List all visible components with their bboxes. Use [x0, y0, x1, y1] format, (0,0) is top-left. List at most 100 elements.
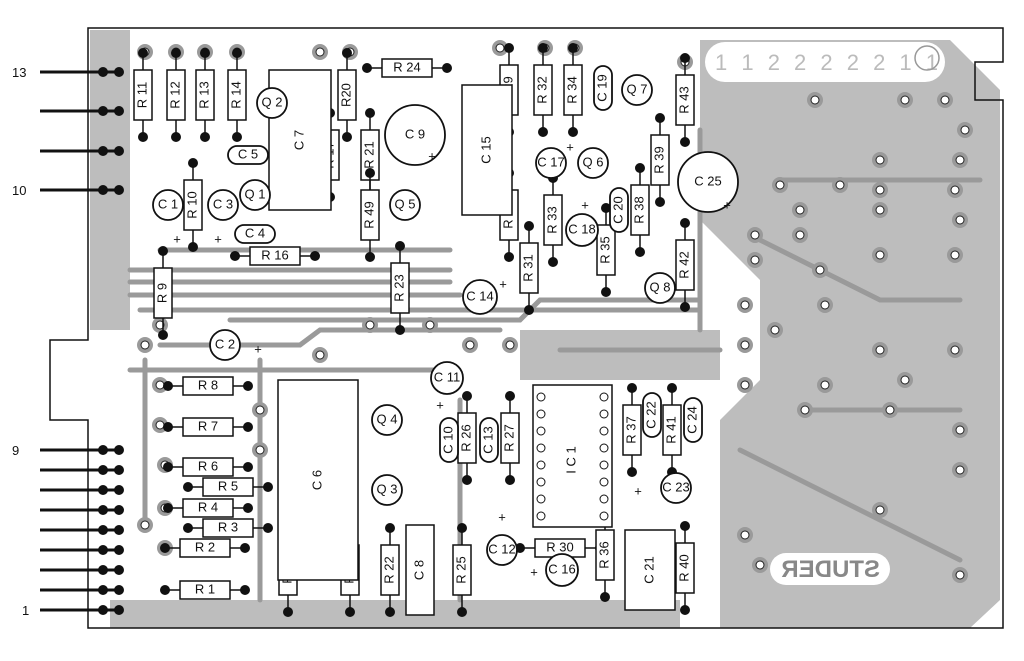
pad-hole [875, 250, 885, 260]
polarity-plus: + [214, 231, 222, 246]
resistor-body [227, 69, 247, 121]
polarity-plus: + [498, 509, 506, 524]
component-label: R 9 [154, 283, 169, 303]
ic-pin [536, 426, 546, 436]
component-label: R 40 [676, 554, 691, 581]
component-label: C 1 [158, 196, 178, 211]
ic-pin [599, 409, 609, 419]
ic-pin [536, 511, 546, 521]
resistor-body [595, 529, 615, 581]
transistor-body [239, 179, 271, 211]
pad [568, 43, 578, 53]
capacitor-body [384, 104, 446, 166]
pin-pad [98, 67, 108, 77]
pad-hole [820, 380, 830, 390]
resistor-body [182, 376, 234, 396]
capacitor-c3: C 3+ [207, 189, 239, 246]
pad [163, 422, 173, 432]
component-label: C 15 [478, 136, 493, 163]
transistor-body [621, 74, 653, 106]
component-label: C 22 [643, 401, 658, 428]
resistor-body [153, 267, 173, 319]
polarity-plus: + [254, 341, 262, 356]
pad-hole [810, 95, 820, 105]
capacitor-body [439, 417, 459, 463]
component-label: R 12 [167, 81, 182, 108]
resistor-r37: R 37 [622, 383, 642, 477]
pad [524, 221, 534, 231]
pad-hole [740, 380, 750, 390]
copper-area [110, 600, 680, 628]
resistor-body [675, 239, 695, 291]
capacitor-c17: C 17+ [535, 139, 574, 179]
resistor-r24: R 24 [362, 58, 452, 78]
resistor-body [543, 194, 563, 246]
resistor-body [563, 64, 583, 116]
pad [183, 523, 193, 533]
resistor-body [337, 69, 357, 121]
pad [442, 63, 452, 73]
transistor-q8: Q 8 [644, 272, 676, 304]
component-label: Q 5 [395, 196, 416, 211]
resistor-r32: R 32 [533, 43, 553, 137]
pad [524, 305, 534, 315]
pad [385, 607, 395, 617]
pad-hole [940, 95, 950, 105]
pad [240, 585, 250, 595]
component-label: R 5 [218, 478, 238, 493]
resistor-r10: R 10 [183, 158, 203, 252]
pad [667, 383, 677, 393]
pin-pad [114, 525, 124, 535]
polarity-plus: + [173, 231, 181, 246]
copper-area [520, 330, 720, 380]
resistor-r5: R 5 [183, 477, 273, 497]
capacitor-c15: C 15 [461, 84, 513, 216]
pad [601, 287, 611, 297]
pad [538, 127, 548, 137]
capacitor-body [462, 279, 498, 315]
pad-hole [875, 505, 885, 515]
capacitor-body [234, 224, 276, 244]
transistor-body [371, 404, 403, 436]
pad-hole [820, 300, 830, 310]
pad [243, 503, 253, 513]
resistor-r42: R 42 [675, 218, 695, 312]
component-label: C 19 [594, 74, 609, 101]
pad-hole [900, 95, 910, 105]
capacitor-c18: C 18+ [565, 197, 599, 247]
polarity-plus: + [436, 397, 444, 412]
component-label: C 11 [434, 369, 461, 384]
component-label: Q 8 [650, 279, 671, 294]
resistor-r21: R 21 [360, 108, 380, 202]
resistor-r40: R 40 [675, 521, 695, 615]
pad-hole [365, 320, 375, 330]
pin-pad [114, 185, 124, 195]
pad [158, 246, 168, 256]
pad-hole [315, 350, 325, 360]
pin-pad [98, 605, 108, 615]
resistor-r2: R 2 [160, 538, 250, 558]
resistor-r34: R 34 [563, 43, 583, 137]
component-label: R 31 [520, 254, 535, 281]
pad [138, 48, 148, 58]
pad-hole [900, 375, 910, 385]
resistor-body [183, 179, 203, 231]
component-label: R 22 [381, 556, 396, 583]
pad-hole [315, 47, 325, 57]
resistor-r16: R 16 [230, 246, 320, 266]
resistor-r41: R 41 [662, 383, 682, 477]
pad-hole [950, 250, 960, 260]
component-label: R 35 [597, 236, 612, 263]
capacitor-body [152, 189, 184, 221]
pin-label-10: 10 [12, 183, 26, 198]
pin-pad [114, 505, 124, 515]
resistor-body [662, 404, 682, 456]
capacitor-c19: C 19 [593, 65, 613, 111]
mounting-hole [914, 45, 940, 71]
capacitor-c9: C 9+ [384, 104, 446, 166]
pin-pad [114, 445, 124, 455]
resistor-body [249, 246, 301, 266]
transistor-q7: Q 7 [621, 74, 653, 106]
